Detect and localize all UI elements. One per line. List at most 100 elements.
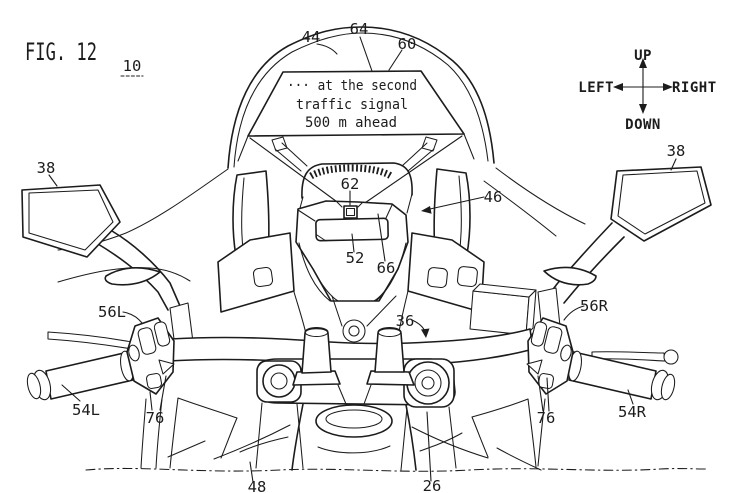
left-switch-3 [128,344,140,362]
clutch-lever [47,331,133,350]
steering-nut-inner [348,325,360,337]
left-switch-4 [158,359,175,375]
ref-56L: 56L [98,303,126,321]
right-fork-cap-inner [421,376,435,390]
left-fork-cap-inner [270,372,288,390]
sensor-unit [343,205,358,219]
brake-lever-ball [663,349,679,365]
right-bracket-head [421,136,438,152]
compass-right-label: RIGHT [672,80,717,96]
steering-nut-outer [342,319,366,343]
windscreen-outer-edge [227,26,495,169]
leader-46-arrowhead [421,206,432,214]
right-bracket-arm [401,142,435,172]
up-arrow-icon [639,58,647,68]
ref-76-left: 76 [146,409,165,427]
compass-up-label: UP [634,48,652,64]
stem-oval-inner [325,409,383,429]
leader-76R [537,375,550,412]
hud-line-2: traffic signal [296,97,408,113]
left-arrow-icon [613,83,623,91]
ref-48: 48 [248,478,267,493]
meter-display-chamfer [316,234,327,242]
ref-62: 62 [341,175,360,193]
left-mirror [21,184,194,348]
leader-44 [316,43,338,55]
sensor-notch [336,201,364,208]
right-mirror-stalk [547,222,625,304]
ref-38-right: 38 [667,142,686,160]
windscreen-lower-edges [237,133,475,162]
ref-54R: 54R [618,403,647,421]
leader-38R [670,158,677,171]
leader-66 [377,213,386,262]
ref-26: 26 [423,477,442,493]
projection-lines [249,135,463,208]
right-switch-4 [526,359,543,375]
left-switch-2 [153,321,171,347]
ref-54L: 54L [72,401,100,419]
leader-64 [359,36,373,72]
ref-36: 36 [396,312,415,330]
left-mirror-arm [104,267,161,286]
right-body-creases [411,426,542,471]
left-cables [140,398,163,469]
leader-54R [627,389,634,405]
left-bracket-arm [274,142,308,172]
console-tail-lines [331,295,397,327]
leader-54L [61,384,81,402]
hud-line-1: ··· at the second [287,78,417,94]
left-switch-1 [137,327,157,355]
figure-label: FIG. 12 [25,38,97,66]
right-mirror-glass [617,170,706,235]
figure-reference-number: 10 [123,57,142,75]
leader-52 [351,233,355,253]
steering-body-sides [291,403,417,471]
leader-76L [149,375,167,411]
compass-axes [620,65,666,107]
right-riser [374,327,405,373]
left-bar-end-2 [26,372,42,400]
sensor-lens [345,207,356,217]
windscreen-brackets [249,135,463,208]
right-wing-vent-2 [456,266,478,288]
clamp-center-lines [337,384,372,405]
lower-body [85,397,707,472]
reference-numerals: 44 64 60 38 38 62 46 52 66 36 56L 56R 54… [37,20,686,493]
right-switch-1 [543,326,563,354]
compass-left-label: LEFT [578,80,614,96]
leader-38L [48,174,58,187]
ref-56R: 56R [580,297,609,315]
ref-66: 66 [377,259,396,277]
left-switch-cluster [126,317,175,395]
ground-line [85,467,707,472]
leader-56L [122,311,143,324]
right-wing-vent-1 [426,267,448,289]
triple-clamp [256,326,456,408]
right-shroud [471,398,537,468]
ref-52: 52 [346,249,365,267]
left-grip [26,350,134,401]
visor-supports [299,193,413,214]
figure-title: FIG. 12 10 [25,38,144,77]
compass-down-label: DOWN [625,117,661,133]
right-mirror-housing [610,166,712,242]
reservoir-box [469,283,537,336]
left-cowl-shoulder [57,267,191,283]
right-riser-top [377,326,402,338]
right-switch-3 [560,344,572,362]
left-shroud [169,397,238,469]
hud-line-3: 500 m ahead [305,115,397,131]
fairing-wings [217,232,485,339]
body-underline [317,445,391,454]
levers [47,331,679,365]
windscreen-inner-edge [233,32,489,168]
leader-46 [429,196,485,210]
fork-lower-lines [255,402,457,471]
ref-76-right: 76 [537,409,556,427]
right-bar-end-2 [660,373,676,401]
leader-56R [563,305,585,321]
leader-60 [388,49,403,71]
left-riser [301,327,332,374]
